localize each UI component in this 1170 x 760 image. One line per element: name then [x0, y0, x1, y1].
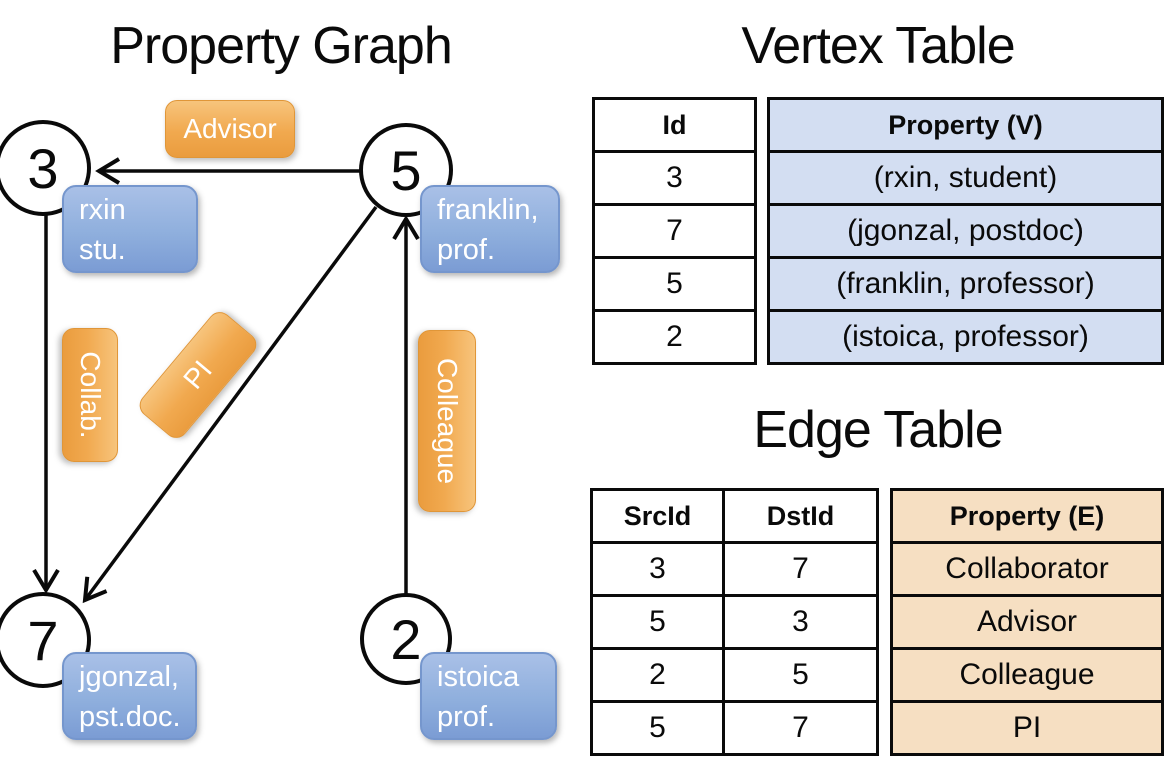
- edge-table-header-property: Property (E): [890, 488, 1164, 544]
- vertex-table-cell-property: (franklin, professor): [767, 256, 1164, 312]
- vertex-table-cell-id: 5: [592, 256, 757, 312]
- edge-table-cell-property: Collaborator: [890, 541, 1164, 597]
- vertex-property-line: stu.: [79, 234, 126, 266]
- vertex-property-line: prof.: [437, 234, 496, 266]
- vertex-property-line: jgonzal,: [79, 661, 179, 693]
- edge-table-cell-dstid: 5: [722, 647, 879, 703]
- edge-label-collab: Collab.: [62, 328, 118, 462]
- vertex-table-title: Vertex Table: [741, 17, 1015, 75]
- vertex-table-id-column: Id 3 7 5 2: [592, 97, 757, 365]
- vertex-table-header-id: Id: [592, 97, 757, 153]
- vertex-table-cell-property: (rxin, student): [767, 150, 1164, 206]
- vertex-property-line: rxin: [79, 194, 126, 226]
- vertex-id-2: 2: [390, 607, 422, 671]
- vertex-property-box-3: rxin stu.: [62, 185, 198, 273]
- vertex-property-box-7: jgonzal, pst.doc.: [62, 652, 197, 740]
- edge-table-id-columns: SrcId DstId 3 7 5 3 2 5 5 7: [590, 488, 879, 756]
- vertex-property-line: pst.doc.: [79, 701, 181, 733]
- edge-table-cell-srcid: 5: [590, 594, 725, 650]
- edge-table-cell-srcid: 3: [590, 541, 725, 597]
- vertex-table-cell-id: 2: [592, 309, 757, 365]
- edge-table-cell-property: Advisor: [890, 594, 1164, 650]
- vertex-id-7: 7: [27, 608, 59, 672]
- edge-table-cell-dstid: 7: [722, 541, 879, 597]
- vertex-table-cell-property: (istoica, professor): [767, 309, 1164, 365]
- edge-table-header-srcid: SrcId: [590, 488, 725, 544]
- edge-table-property-column: Property (E) Collaborator Advisor Collea…: [890, 488, 1164, 756]
- edge-table-cell-dstid: 7: [722, 700, 879, 756]
- vertex-property-box-5: franklin, prof.: [420, 185, 560, 273]
- edge-pi-5-to-7: [82, 205, 378, 604]
- vertex-table-cell-id: 3: [592, 150, 757, 206]
- vertex-table-cell-property: (jgonzal, postdoc): [767, 203, 1164, 259]
- edge-table-cell-property: PI: [890, 700, 1164, 756]
- vertex-property-line: prof.: [437, 701, 496, 733]
- edge-table-cell-property: Colleague: [890, 647, 1164, 703]
- edge-table-header-dstid: DstId: [722, 488, 879, 544]
- edge-table-title: Edge Table: [753, 401, 1003, 459]
- vertex-property-line: franklin,: [437, 194, 539, 226]
- edge-table-cell-srcid: 5: [590, 700, 725, 756]
- property-graph-title: Property Graph: [110, 17, 453, 75]
- edge-table-cell-dstid: 3: [722, 594, 879, 650]
- vertex-table-header-property: Property (V): [767, 97, 1164, 153]
- edge-table-cell-srcid: 2: [590, 647, 725, 703]
- vertex-table-property-column: Property (V) (rxin, student) (jgonzal, p…: [767, 97, 1164, 365]
- vertex-table-cell-id: 7: [592, 203, 757, 259]
- vertex-id-3: 3: [27, 136, 59, 200]
- edge-label-advisor: Advisor: [165, 100, 295, 158]
- vertex-property-box-2: istoica prof.: [420, 652, 557, 740]
- edge-label-colleague: Colleague: [418, 330, 476, 512]
- vertex-id-5: 5: [390, 138, 422, 202]
- vertex-property-line: istoica: [437, 661, 520, 693]
